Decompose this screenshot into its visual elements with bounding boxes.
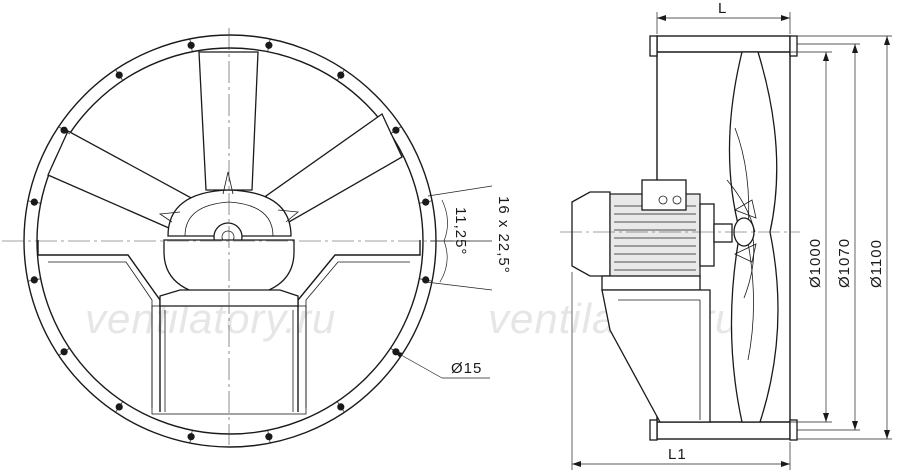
bolt-hole-tick	[115, 69, 124, 82]
front-blades	[47, 51, 403, 233]
front-view	[2, 28, 493, 448]
bolt-hole-tick	[418, 278, 433, 282]
bolt-hole-tick	[389, 126, 402, 135]
motor-shaft	[713, 223, 733, 243]
side-blades	[726, 51, 779, 423]
diameter-1000-label: Ø1000	[807, 238, 824, 288]
bolt-hole-tick	[336, 400, 345, 413]
bolt-hole-tick	[27, 200, 42, 204]
bolt-hole-tick	[189, 429, 193, 444]
bolt-hole-tick	[336, 69, 345, 82]
bolt-hole-tick	[189, 38, 193, 53]
blade-top	[198, 51, 259, 191]
hub-fin-top	[222, 171, 234, 195]
side-bracket	[601, 289, 711, 423]
bolt-hole-tick	[115, 400, 124, 413]
bolt-pattern-label: 16 x 22,5°	[495, 196, 512, 274]
bolt-hole-tick	[58, 347, 71, 356]
bolt-hole-tick	[27, 278, 42, 282]
side-motor	[571, 179, 733, 291]
bolt-hole-tick	[418, 200, 433, 204]
dimension-L1	[571, 272, 791, 470]
diameter-1070-label: Ø1070	[836, 238, 853, 288]
motor-fan-cover	[571, 191, 611, 277]
bolt-hole-tick	[267, 429, 271, 444]
motor-feet	[601, 275, 701, 291]
side-view	[560, 12, 892, 470]
bolt-hole-tick	[267, 38, 271, 53]
hole-diameter-label: Ø15	[451, 360, 482, 377]
diameter-1100-label: Ø1100	[868, 239, 885, 288]
diameter-dimensions	[790, 35, 892, 440]
flange-bolt-holes	[27, 38, 433, 444]
angle-offset-label: 11,25°	[452, 207, 469, 255]
blade-right	[265, 113, 403, 227]
angle-dimension	[425, 185, 493, 291]
length-label: L	[718, 0, 727, 17]
terminal-box	[641, 179, 687, 211]
hole-leader	[393, 350, 490, 379]
motor-flange	[699, 203, 715, 267]
length1-label: L1	[668, 446, 687, 463]
dimension-L	[656, 12, 791, 34]
bolt-hole-tick	[58, 126, 71, 135]
